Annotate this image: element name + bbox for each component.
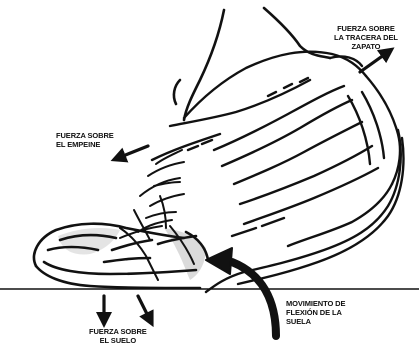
label-line: EL EMPEINE [56, 140, 114, 149]
arrow-up-right-icon [360, 52, 388, 72]
label-ground-force: FUERZA SOBRE EL SUELO [89, 327, 147, 345]
label-line: FUERZA SOBRE [56, 131, 114, 140]
label-line: FUERZA SOBRE [334, 24, 398, 33]
label-line: LA TRACERA DEL [334, 33, 398, 42]
label-sole-flexion: MOVIMIENTO DE FLEXIÓN DE LA SUELA [286, 299, 345, 326]
label-line: FLEXIÓN DE LA [286, 308, 345, 317]
label-line: EL SUELO [89, 336, 147, 345]
label-heel-force: FUERZA SOBRE LA TRACERA DEL ZAPATO [334, 24, 398, 51]
forefoot-shade [58, 228, 120, 254]
arrow-down-right-icon [138, 296, 150, 320]
arrow-up-left-icon [118, 146, 148, 158]
curved-arrow-icon [206, 248, 276, 336]
label-line: MOVIMIENTO DE [286, 299, 345, 308]
label-instep-force: FUERZA SOBRE EL EMPEINE [56, 131, 114, 149]
force-arrows [104, 52, 388, 320]
label-line: ZAPATO [334, 42, 398, 51]
label-line: FUERZA SOBRE [89, 327, 147, 336]
label-line: SUELA [286, 317, 345, 326]
shoe-laces [120, 150, 184, 240]
